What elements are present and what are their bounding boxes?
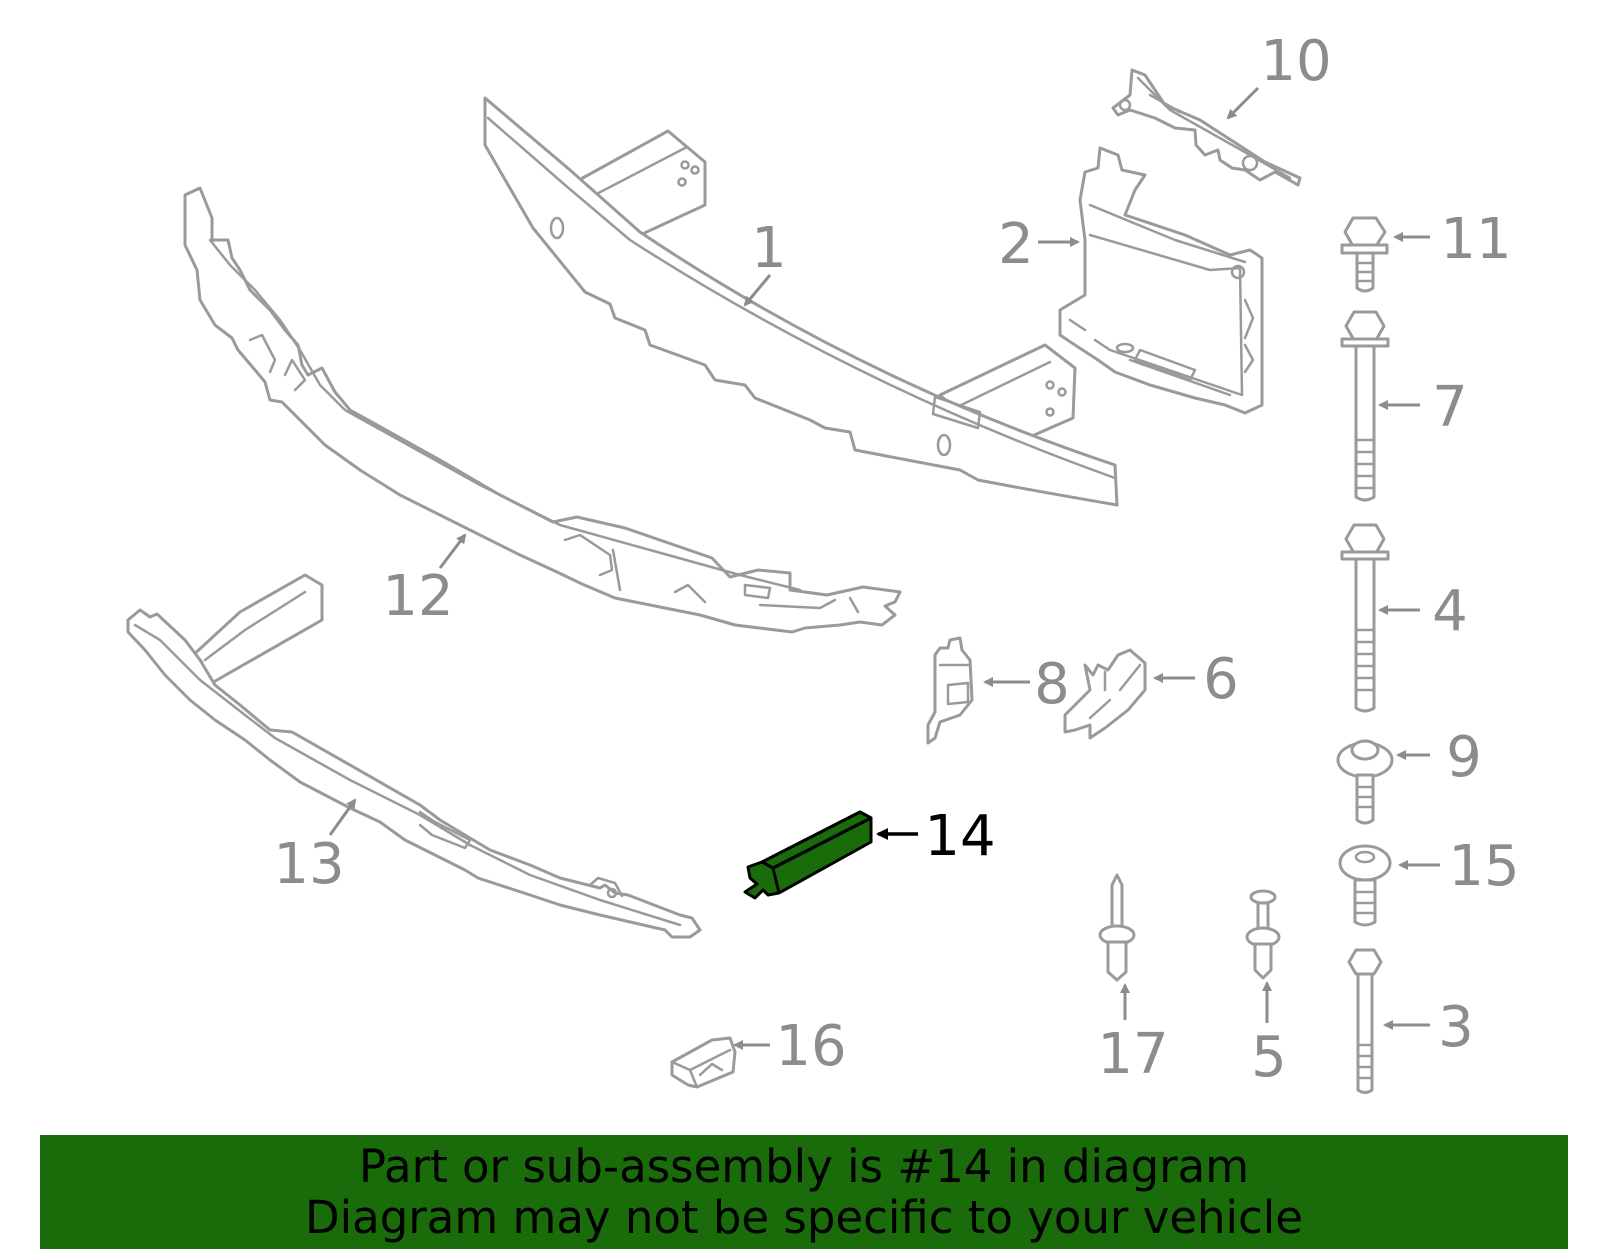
part-12-absorber — [183, 186, 902, 634]
part-7-bolt — [1340, 310, 1390, 502]
parts-diagram: 1 2 10 11 7 4 9 15 3 8 6 12 13 16 17 5 1… — [126, 29, 1520, 1094]
banner-line-1: Part or sub-assembly is #14 in diagram — [358, 1140, 1250, 1193]
callout-13: 13 — [273, 832, 344, 897]
part-5-pin — [1245, 889, 1281, 980]
part-16-clip — [670, 1036, 737, 1089]
callout-3: 3 — [1438, 995, 1474, 1060]
part-14-highlighted — [743, 810, 873, 900]
callout-12: 12 — [382, 564, 453, 629]
callout-15: 15 — [1448, 834, 1519, 899]
part-4-bolt — [1340, 523, 1390, 713]
callout-16: 16 — [775, 1014, 846, 1079]
callout-4: 4 — [1432, 579, 1468, 644]
callout-14: 14 — [924, 804, 995, 869]
callout-11: 11 — [1440, 207, 1511, 272]
part-11-bolt — [1340, 216, 1389, 293]
part-3-bolt — [1347, 948, 1383, 1094]
part-10-bracket — [1111, 68, 1302, 187]
banner-line-2: Diagram may not be specific to your vehi… — [305, 1191, 1303, 1244]
part-9-bolt — [1336, 739, 1394, 825]
part-15-screw — [1338, 844, 1392, 927]
callout-1: 1 — [751, 216, 787, 281]
part-17-pin — [1098, 873, 1136, 982]
callout-2: 2 — [998, 212, 1034, 277]
callout-7: 7 — [1432, 375, 1468, 440]
leader-lines — [328, 86, 1440, 1050]
callout-8: 8 — [1034, 652, 1070, 717]
part-8-bracket — [926, 636, 974, 745]
callout-10: 10 — [1260, 29, 1331, 94]
info-banner: Part or sub-assembly is #14 in diagram D… — [40, 1135, 1568, 1249]
callout-17: 17 — [1097, 1022, 1168, 1087]
callout-9: 9 — [1446, 725, 1482, 790]
callout-5: 5 — [1251, 1025, 1287, 1090]
part-1-reinforcement — [483, 96, 1119, 507]
part-6-bracket — [1063, 648, 1147, 740]
callout-6: 6 — [1203, 647, 1239, 712]
part-13-stiffener — [126, 573, 702, 939]
part-2-bracket — [1058, 146, 1264, 415]
